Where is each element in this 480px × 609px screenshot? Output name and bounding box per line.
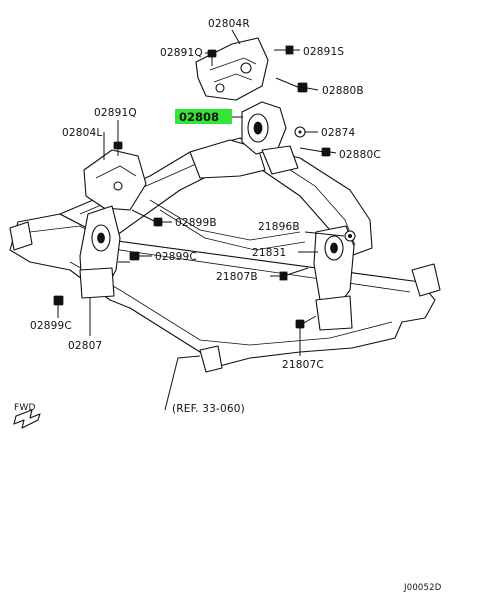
- transmission-mount-02807: [79, 205, 121, 299]
- label-02899b: 02899B: [175, 217, 217, 229]
- leader-lines: [57, 29, 345, 411]
- fwd-indicator: FWD: [13, 403, 41, 429]
- bolts: [53, 45, 356, 329]
- label-02891q-top: 02891Q: [160, 47, 203, 59]
- label-02808-highlighted: 02808: [179, 110, 219, 124]
- mount-bracket-right: [195, 37, 269, 101]
- label-02804l: 02804L: [62, 127, 102, 139]
- label-02807: 02807: [68, 340, 102, 352]
- label-02880c: 02880C: [339, 149, 381, 161]
- label-02880b: 02880B: [322, 85, 364, 97]
- label-02804r: 02804R: [208, 18, 250, 30]
- label-21807c: 21807C: [282, 359, 324, 371]
- label-02891s: 02891S: [303, 46, 344, 58]
- label-02891q-left: 02891Q: [94, 107, 137, 119]
- label-21807b: 21807B: [216, 271, 258, 283]
- highlight-box: [175, 109, 232, 124]
- label-02899c-low: 02899C: [30, 320, 72, 332]
- crossmember-frame: [9, 137, 441, 373]
- rear-mount-21831: [313, 225, 355, 331]
- fwd-label: FWD: [14, 403, 36, 413]
- engine-mount-02808: [241, 101, 299, 175]
- label-21831: 21831: [252, 247, 286, 259]
- reference-label: (REF. 33-060): [172, 403, 245, 415]
- mount-bracket-left: [83, 149, 147, 211]
- label-02874: 02874: [321, 127, 356, 139]
- label-21896b: 21896B: [258, 221, 300, 233]
- callout-labels: 02804R 02891Q 02891S 02880B 02808 02891Q…: [30, 18, 381, 415]
- diagram-code: J00052D: [403, 583, 442, 593]
- label-02899c-mid: 02899C: [155, 251, 197, 263]
- fwd-arrow-icon: [13, 409, 41, 429]
